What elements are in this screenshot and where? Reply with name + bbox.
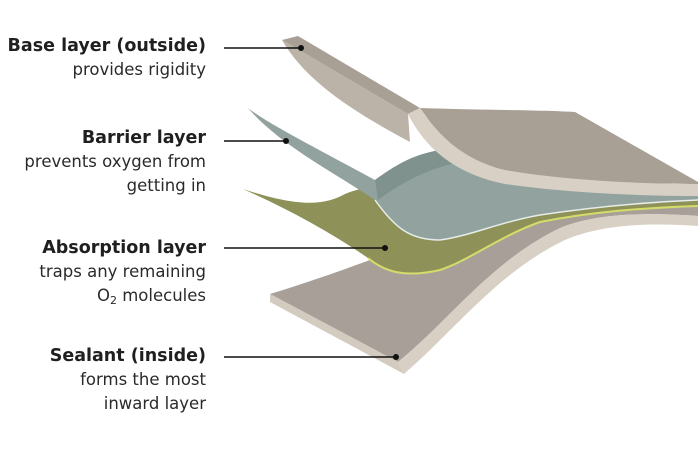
sealant-layer-top <box>270 195 698 362</box>
barrier-leader-dot <box>283 138 289 144</box>
absorption-layer-description-line1: traps any remaining <box>39 262 206 281</box>
absorption-layer-label: Absorption layer traps any remaining O2 … <box>39 236 206 308</box>
absorption-layer-edge <box>367 205 699 275</box>
barrier-layer-description-line1: prevents oxygen from <box>24 152 206 171</box>
barrier-layer-edge <box>374 199 699 241</box>
base-layer-top <box>420 108 698 184</box>
base-leader-dot <box>298 45 304 51</box>
oxygen-symbol: O <box>96 286 110 305</box>
base-layer-strip-face <box>282 40 410 142</box>
sealant-layer <box>270 195 698 374</box>
sealant-layer-edge <box>398 214 698 374</box>
base-layer-title: Base layer (outside) <box>7 36 206 56</box>
sealant-layer-description-line1: forms the most <box>80 370 206 389</box>
base-layer-edge <box>408 108 698 196</box>
base-layer-description: provides rigidity <box>72 60 206 79</box>
leader-lines <box>224 45 399 360</box>
barrier-layer-back <box>375 148 470 200</box>
sealant-layer-front <box>270 294 404 374</box>
absorption-layer-title: Absorption layer <box>42 238 206 258</box>
base-layer-strip <box>282 36 420 114</box>
absorption-layer-description-line2: O2 molecules <box>39 284 206 308</box>
molecules-text: molecules <box>116 286 206 305</box>
barrier-layer-description-line2: getting in <box>126 176 206 195</box>
barrier-layer-title: Barrier layer <box>81 128 206 148</box>
base-layer-label: Base layer (outside) provides rigidity <box>8 34 206 82</box>
sealant-layer-label: Sealant (inside) forms the most inward l… <box>50 344 206 416</box>
absorption-leader-dot <box>382 245 388 251</box>
sealant-leader-dot <box>393 354 399 360</box>
sealant-layer-title: Sealant (inside) <box>49 346 206 366</box>
oxygen-subscript: 2 <box>109 294 117 307</box>
barrier-layer-label: Barrier layer prevents oxygen from getti… <box>24 126 206 198</box>
sealant-layer-description-line2: inward layer <box>103 394 206 413</box>
base-layer <box>282 36 698 196</box>
